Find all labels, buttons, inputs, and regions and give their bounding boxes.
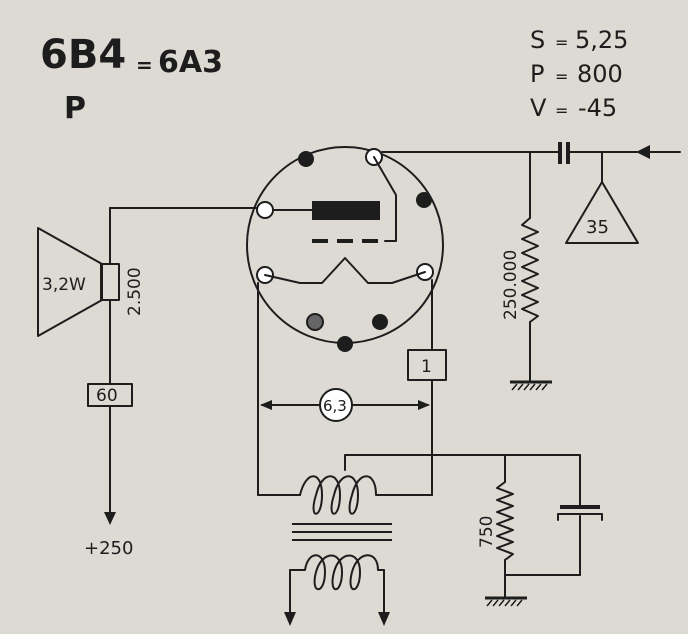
tube-pin-bottom-right [372, 314, 388, 330]
spec-sep-v: = [555, 101, 568, 120]
tube-type-label: 6B4 [40, 32, 126, 78]
dimension-arrow-left-icon [260, 400, 272, 410]
cathode-electrolytic-capacitor [557, 505, 603, 521]
supply-voltage-label: +250 [84, 538, 133, 559]
tube-pin-right [416, 192, 432, 208]
tube-class-letter: P [64, 91, 86, 126]
tube-pin-grid [256, 201, 274, 219]
spec-symbol-s: S [530, 26, 545, 54]
cathode-resistor-label: 750 [477, 516, 497, 548]
driver-triangle [565, 181, 639, 244]
specs-block: S = 5,25 P = 800 V = -45 [530, 26, 628, 122]
spec-symbol-v: V [530, 94, 547, 122]
driver-stage-label: 35 [586, 217, 609, 238]
tube-filament [264, 257, 426, 284]
spec-value-v: -45 [578, 94, 617, 122]
coupling-capacitor [558, 142, 570, 164]
equals-sign: = [136, 53, 153, 77]
tube-envelope [246, 146, 444, 344]
spec-value-s: 5,25 [575, 26, 628, 54]
heater-voltage-label: 6,3 [323, 397, 347, 415]
heater-voltage-circle [319, 388, 353, 422]
grid-resistor-label: 250.000 [501, 250, 521, 320]
supply-arrow-icon [104, 512, 116, 525]
tube-plate-electrode [312, 201, 380, 220]
transformer-secondary-coil [289, 554, 385, 591]
dimension-arrow-right-icon [418, 400, 430, 410]
tube-pin-bottom [337, 336, 353, 352]
ground-symbol-cathode [485, 596, 527, 607]
spec-sep-p: = [555, 67, 568, 86]
spec-symbol-p: P [530, 60, 544, 88]
speaker-power-label: 3,2W [42, 275, 86, 295]
tube-pin-hatched [306, 313, 324, 331]
heater-box [407, 349, 447, 381]
spec-value-p: 800 [577, 60, 623, 88]
tube-pin-top-left [298, 151, 314, 167]
tube-equivalent-label: 6A3 [158, 45, 223, 80]
heater-box-label: 1 [421, 357, 432, 377]
transformer-center-tap-wire [344, 454, 581, 471]
transformer-primary-coil [299, 475, 393, 515]
plate-internal-lead [373, 156, 397, 242]
input-arrow-icon [636, 145, 650, 159]
speaker-coil-box [100, 263, 120, 301]
ground-symbol-grid [510, 380, 552, 391]
spec-sep-s: = [555, 33, 568, 52]
plate-resistor-label: 60 [96, 386, 118, 406]
secondary-left-arrow-icon [284, 612, 296, 626]
secondary-right-arrow-icon [378, 612, 390, 626]
output-transformer-label: 2.500 [125, 267, 145, 316]
grid-resistor-zigzag [521, 217, 539, 323]
cathode-resistor-zigzag [496, 481, 514, 561]
